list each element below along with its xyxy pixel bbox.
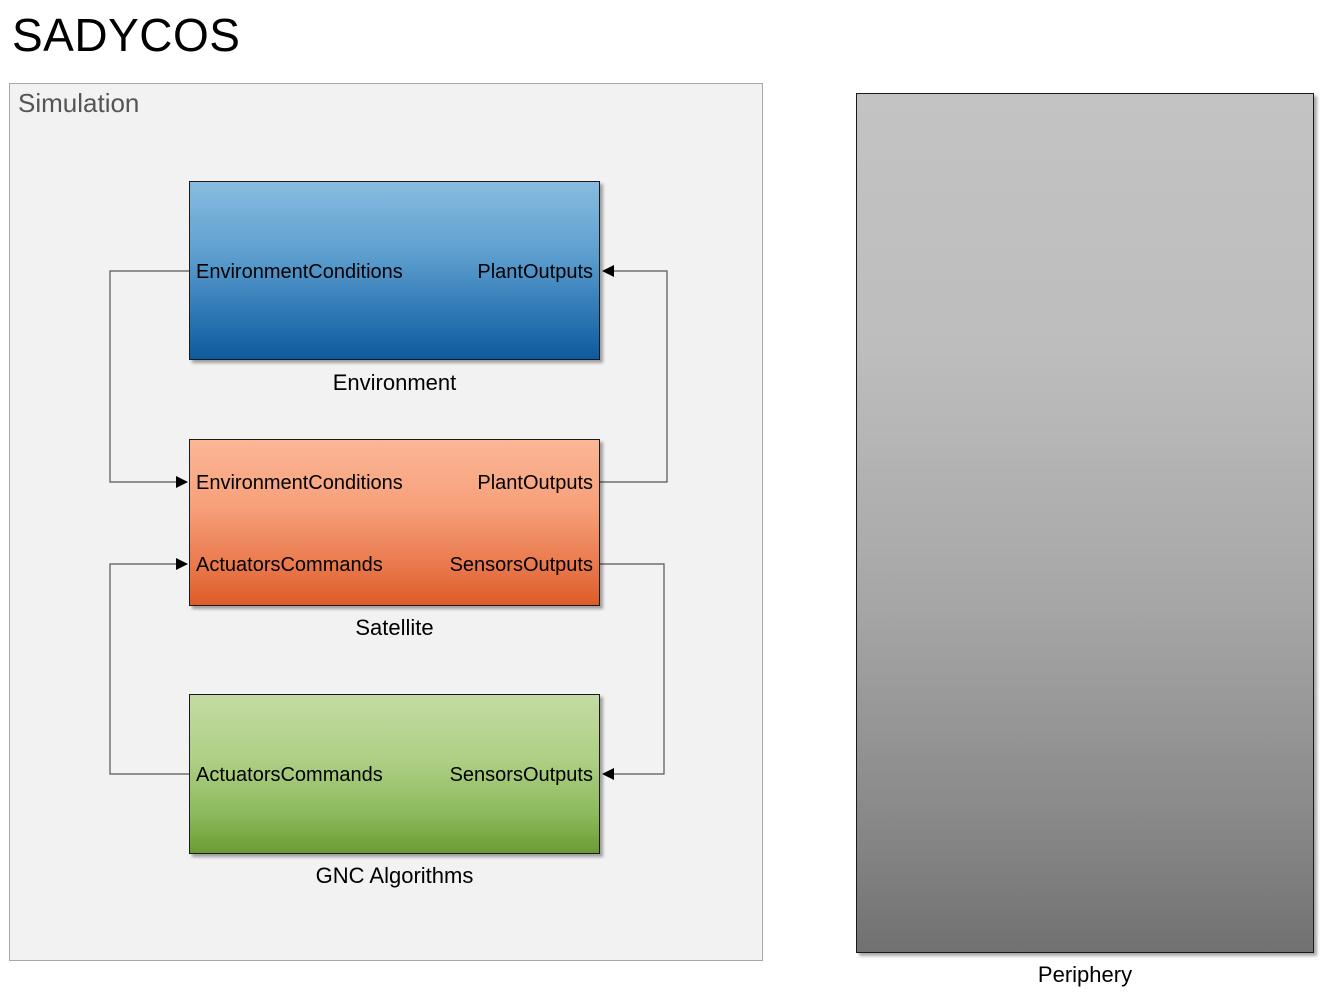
line-plant-outputs[interactable] (600, 265, 668, 483)
gnc-sensors-outputs-port[interactable]: SensorsOutputs (449, 764, 593, 786)
satellite-actuators-commands-port[interactable]: ActuatorsCommands (196, 554, 383, 576)
satellite-block[interactable]: EnvironmentConditions PlantOutputs Actua… (189, 439, 600, 606)
model-title: SADYCOS (12, 9, 241, 61)
environment-output-port[interactable]: PlantOutputs (477, 261, 593, 283)
periphery-block-label: Periphery (1037, 962, 1133, 987)
line-sensors-outputs[interactable] (600, 563, 665, 780)
environment-input-port[interactable]: EnvironmentConditions (196, 261, 403, 283)
environment-block[interactable]: EnvironmentConditions PlantOutputs (189, 181, 600, 360)
line-actuators-commands[interactable] (109, 558, 189, 775)
satellite-environment-conditions-port[interactable]: EnvironmentConditions (196, 472, 403, 494)
simulation-area-label: Simulation (18, 88, 140, 118)
satellite-sensors-outputs-port[interactable]: SensorsOutputs (449, 554, 593, 576)
environment-block-label: Environment (332, 370, 457, 395)
gnc-algorithms-block[interactable]: ActuatorsCommands SensorsOutputs (189, 694, 600, 854)
gnc-actuators-commands-port[interactable]: ActuatorsCommands (196, 764, 383, 786)
satellite-plant-outputs-port[interactable]: PlantOutputs (477, 472, 593, 494)
periphery-block[interactable] (856, 93, 1314, 953)
line-environment-conditions[interactable] (109, 270, 189, 488)
satellite-block-label: Satellite (355, 615, 434, 640)
gnc-algorithms-block-label: GNC Algorithms (315, 863, 474, 888)
